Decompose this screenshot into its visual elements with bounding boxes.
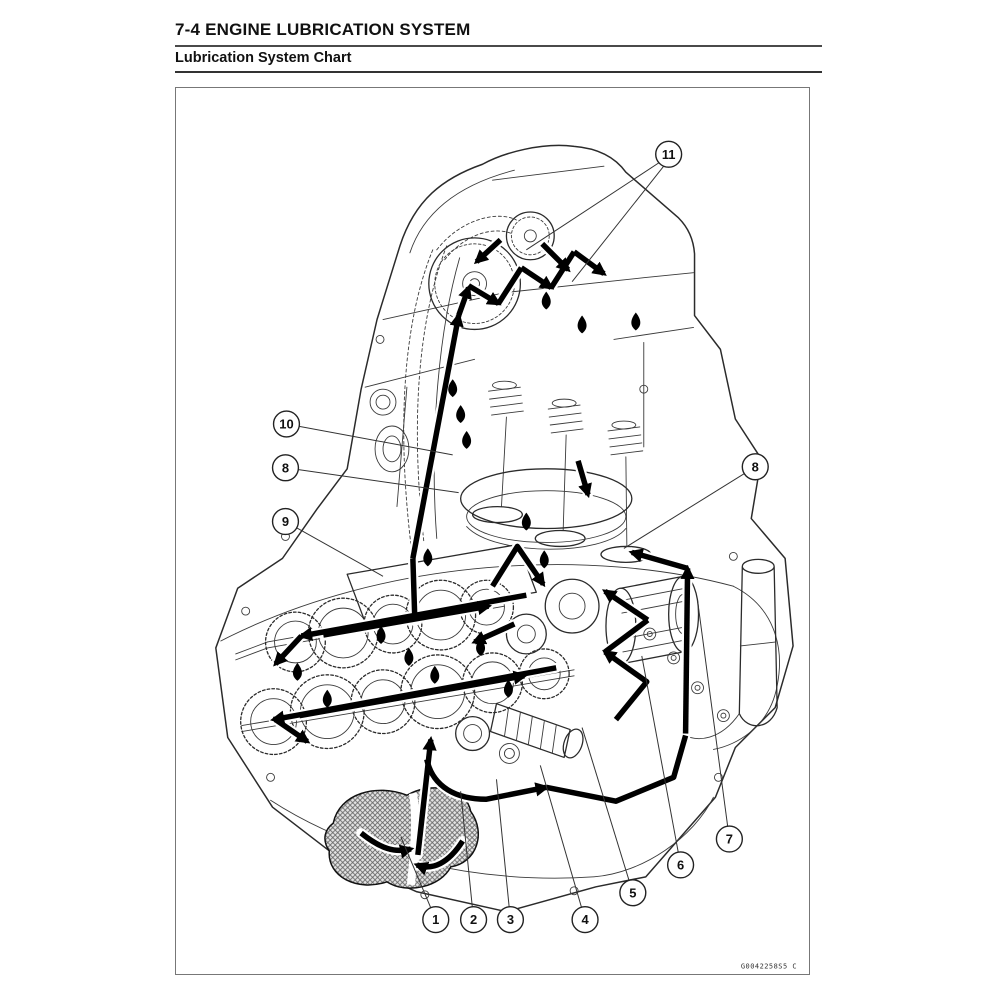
lubrication-diagram: 1 2 3 4 bbox=[215, 140, 797, 970]
valves-and-piston bbox=[460, 380, 652, 563]
callout-1-label: 1 bbox=[432, 912, 439, 927]
callout-3-label: 3 bbox=[507, 912, 514, 927]
callout-8-left: 8 bbox=[271, 454, 459, 494]
callouts: 1 2 3 4 bbox=[271, 140, 769, 934]
callout-3: 3 bbox=[495, 779, 525, 934]
callout-9: 9 bbox=[271, 507, 384, 577]
callout-4: 4 bbox=[539, 765, 599, 934]
section-rule bbox=[175, 45, 822, 47]
callout-7-label: 7 bbox=[726, 832, 733, 847]
callout-7: 7 bbox=[697, 600, 744, 853]
callout-8-right: 8 bbox=[623, 453, 769, 549]
callout-5: 5 bbox=[581, 727, 647, 907]
subsection-title: Lubrication System Chart bbox=[175, 50, 352, 66]
callout-2-label: 2 bbox=[470, 912, 477, 927]
subsection-rule bbox=[175, 71, 822, 73]
callout-4-label: 4 bbox=[581, 912, 589, 927]
callout-10: 10 bbox=[272, 410, 453, 456]
callout-10-label: 10 bbox=[279, 416, 293, 431]
callout-11: 11 bbox=[526, 140, 683, 282]
callout-5-label: 5 bbox=[629, 885, 636, 900]
section-title: 7-4 ENGINE LUBRICATION SYSTEM bbox=[175, 20, 471, 39]
cam-chain-and-head bbox=[403, 211, 555, 545]
callout-1: 1 bbox=[400, 836, 450, 934]
callout-6-label: 6 bbox=[677, 857, 684, 872]
callout-9-label: 9 bbox=[282, 514, 289, 529]
callout-2: 2 bbox=[459, 791, 488, 934]
figure-code: G0042258S5 C bbox=[741, 962, 797, 970]
callout-11-label: 11 bbox=[662, 147, 676, 162]
callout-6: 6 bbox=[641, 655, 695, 879]
oil-flow-path bbox=[270, 237, 695, 876]
callout-8-right-label: 8 bbox=[752, 459, 759, 474]
callout-8-left-label: 8 bbox=[282, 460, 289, 475]
figure-frame: 1 2 3 4 bbox=[175, 87, 810, 975]
